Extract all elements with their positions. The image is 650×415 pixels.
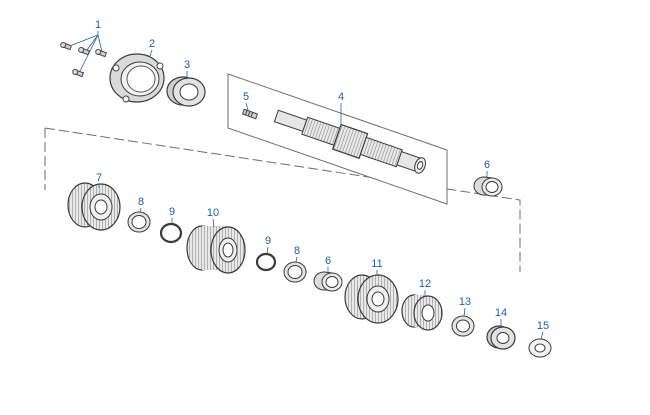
callout-label: 4 — [338, 91, 344, 103]
callout-8-right: 8 — [294, 245, 300, 263]
assembly-dashed-outline — [44, 127, 521, 272]
callout-label: 9 — [169, 206, 175, 218]
callout-label: 8 — [294, 245, 300, 257]
part-washer-8-left[interactable] — [127, 211, 151, 233]
callout-6-upper: 6 — [484, 159, 490, 177]
part-main-shaft[interactable] — [272, 104, 429, 180]
callout-4: 4 — [338, 91, 344, 125]
callout-label: 3 — [184, 59, 190, 71]
part-bearing[interactable] — [166, 76, 206, 107]
callout-11: 11 — [371, 258, 383, 275]
part-needle-bearing-upper[interactable] — [473, 176, 503, 197]
part-gear-7[interactable] — [67, 182, 121, 231]
callout-12: 12 — [419, 278, 431, 296]
callout-9-left: 9 — [169, 206, 175, 224]
callout-13: 13 — [459, 296, 471, 317]
callout-10: 10 — [207, 207, 219, 228]
callout-6-lower: 6 — [325, 255, 331, 272]
callout-label: 15 — [537, 320, 549, 332]
callout-label: 6 — [484, 159, 490, 171]
callout-8-left: 8 — [138, 196, 144, 213]
callout-5: 5 — [243, 91, 249, 111]
part-retainer-plate[interactable] — [109, 53, 165, 103]
callout-label: 13 — [459, 296, 471, 308]
callout-label: 12 — [419, 278, 431, 290]
callout-label: 11 — [371, 258, 382, 270]
part-gear-10[interactable] — [186, 225, 246, 274]
part-gear-11[interactable] — [344, 274, 399, 324]
callout-label: 1 — [95, 19, 101, 31]
callout-7: 7 — [96, 172, 102, 188]
part-washer-15[interactable] — [528, 338, 552, 358]
part-washer-13[interactable] — [451, 315, 475, 337]
callout-label: 14 — [495, 307, 507, 319]
callout-label: 10 — [207, 207, 219, 219]
callout-9-right: 9 — [265, 235, 271, 255]
callout-3: 3 — [184, 59, 190, 78]
part-circlip-9-right[interactable] — [255, 252, 277, 272]
part-circlip-9-left[interactable] — [159, 222, 183, 244]
callout-2: 2 — [149, 38, 155, 57]
part-needle-bearing-lower[interactable] — [313, 271, 343, 292]
callout-label: 9 — [265, 235, 271, 247]
callout-label: 8 — [138, 196, 144, 208]
callout-label: 5 — [243, 91, 249, 103]
callout-15: 15 — [537, 320, 549, 340]
part-washer-8-right[interactable] — [283, 261, 307, 283]
part-pin[interactable] — [241, 108, 259, 120]
callout-label: 2 — [149, 38, 155, 50]
callout-label: 7 — [96, 172, 102, 184]
callout-label: 6 — [325, 255, 331, 267]
part-gear-12[interactable] — [401, 294, 443, 331]
callout-14: 14 — [495, 307, 507, 326]
part-bearing-14[interactable] — [486, 325, 516, 350]
part-screws[interactable] — [60, 41, 108, 78]
callout-1: 1 — [71, 19, 103, 72]
